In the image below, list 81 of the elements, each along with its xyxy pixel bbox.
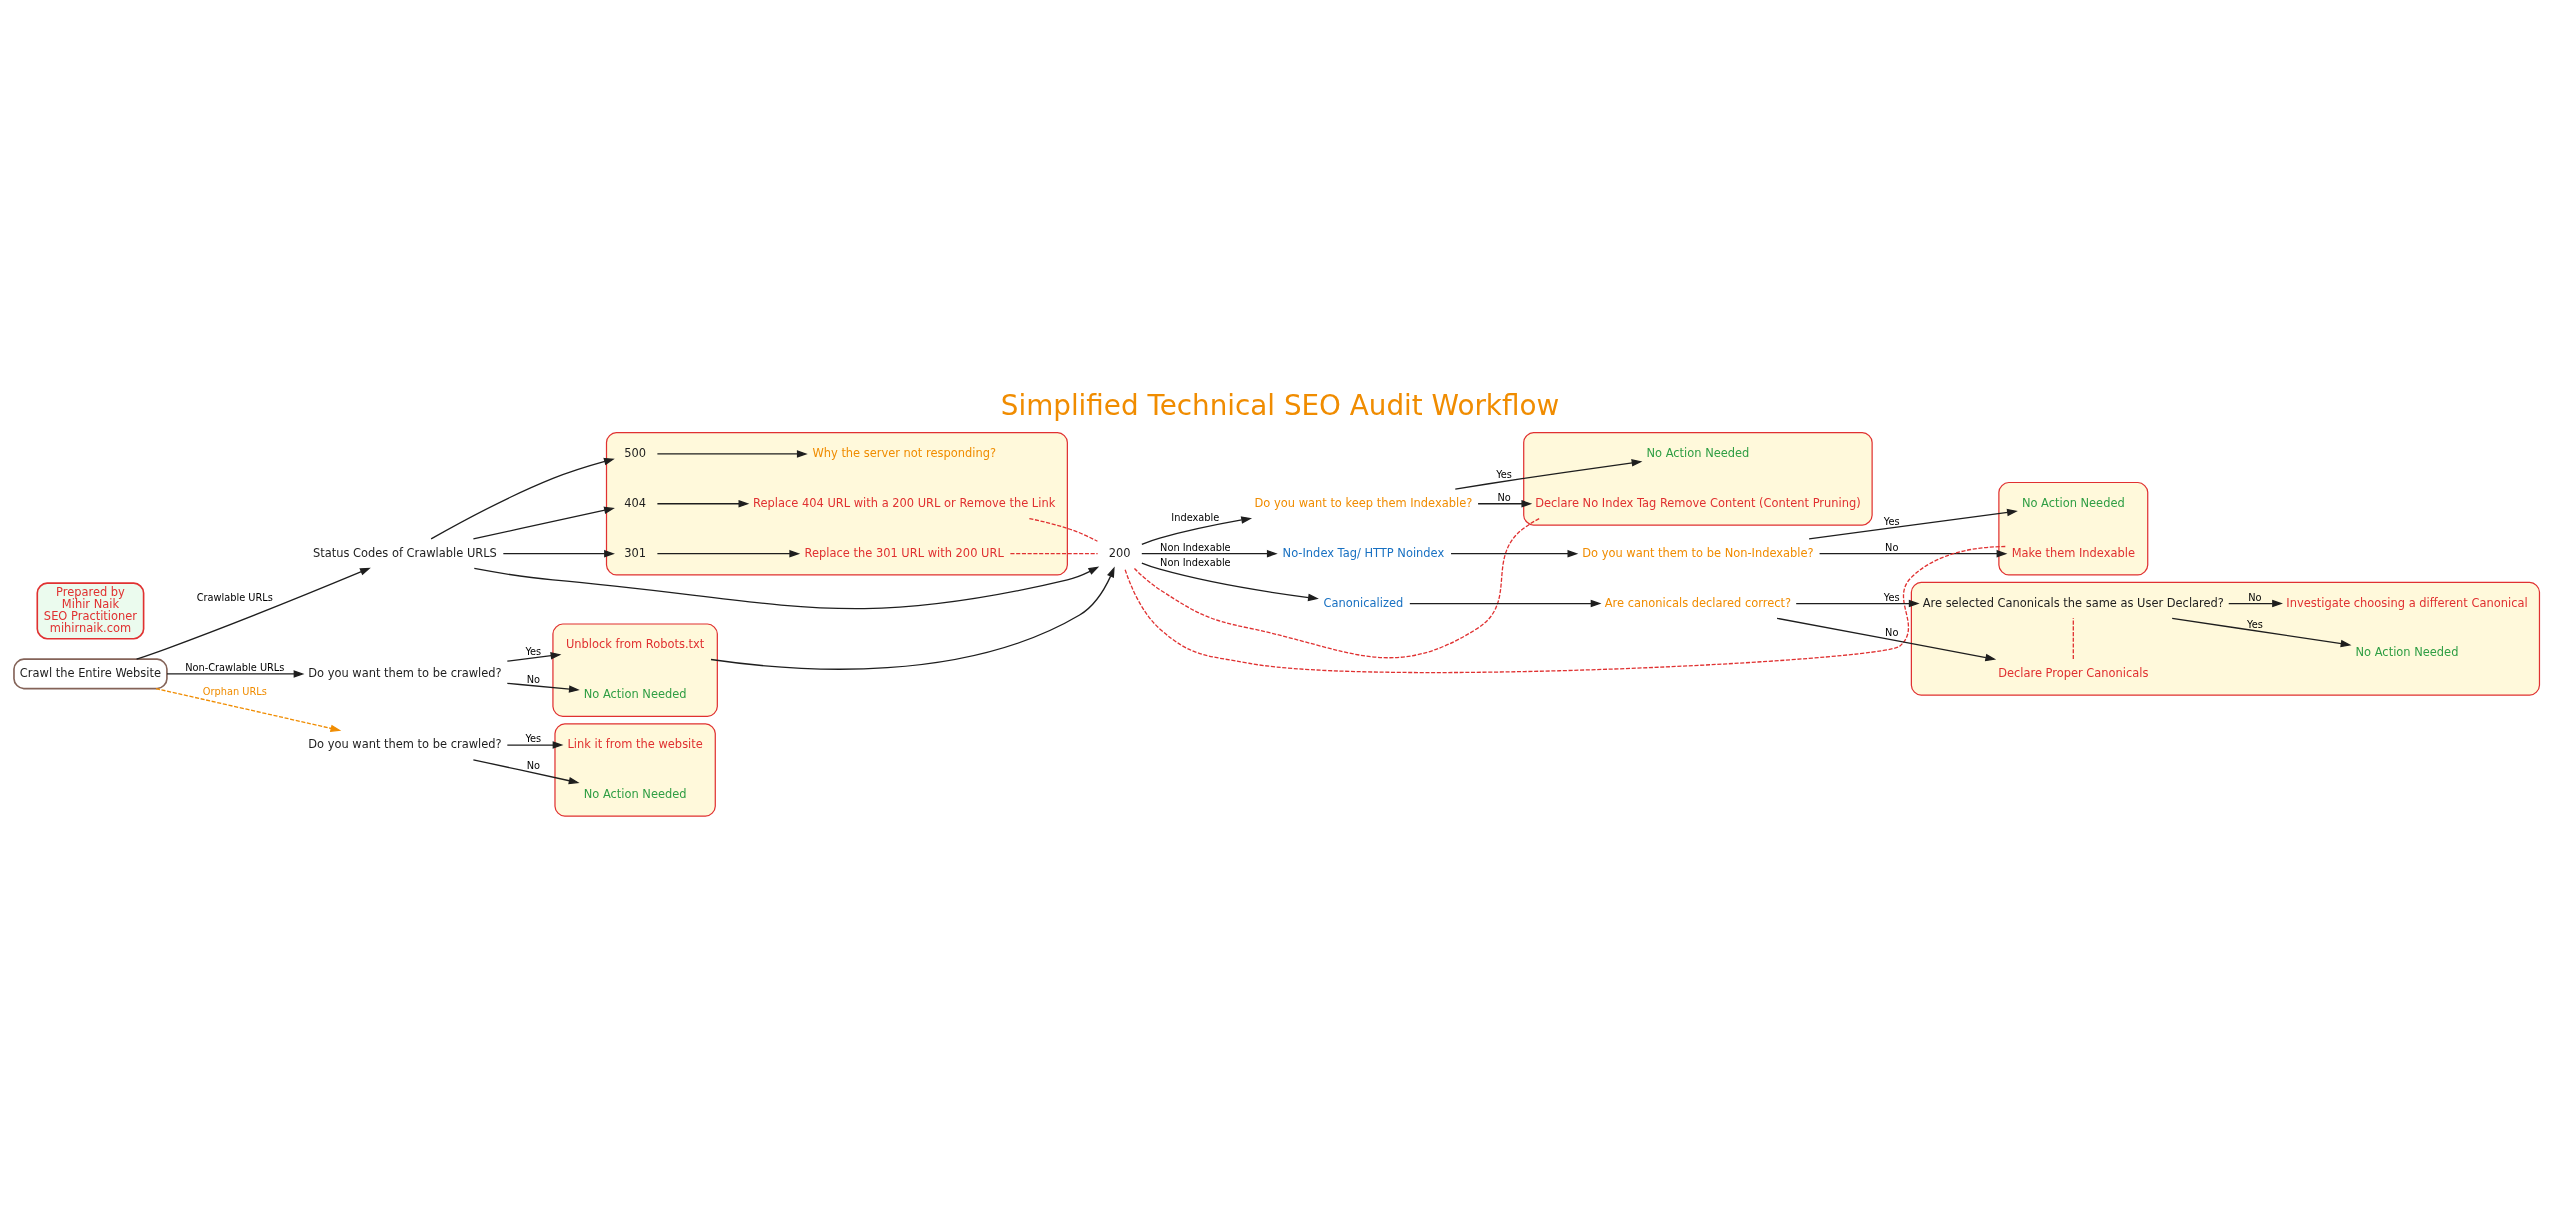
arrow — [506, 651, 562, 662]
arrow — [1795, 599, 1920, 607]
connector — [1028, 517, 1099, 542]
node-text: No-Index Tag/ HTTP Noindex — [1282, 545, 1445, 560]
edge-label: No — [1497, 491, 1511, 503]
arrow — [506, 682, 580, 693]
diagram-title: Simplified Technical SEO Audit Workflow — [1000, 388, 1560, 422]
arrow — [473, 566, 1100, 609]
node-box: Prepared by Mihir Naik SEO Practitioner mihirnaik.com — [36, 581, 145, 640]
edge-label: Yes — [1883, 591, 1900, 603]
arrow — [135, 567, 371, 660]
connector — [1133, 517, 1540, 658]
node-text: Unblock from Robots.txt — [565, 636, 705, 651]
node-text: Link it from the website — [567, 736, 703, 751]
arrow — [1477, 499, 1533, 508]
arrow — [656, 499, 750, 508]
node-text: Status Codes of Crawlable URLS — [312, 545, 497, 560]
arrow — [506, 740, 564, 749]
edge-label: No — [2248, 591, 2262, 603]
node-text: No Action Needed — [583, 686, 687, 701]
arrow — [1141, 515, 1253, 545]
node-text: 404 — [624, 495, 647, 510]
edge-label: Yes — [1496, 468, 1512, 480]
edge-label: Indexable — [1171, 511, 1220, 523]
node-text: Replace the 301 URL with 200 URL — [804, 545, 1004, 560]
node-text: Declare Proper Canonicals — [1998, 665, 2149, 680]
edge-label: No — [526, 759, 540, 771]
node-text: Do you want them to be crawled? — [308, 665, 502, 680]
node-text: Are selected Canonicals the same as User Declared? — [1922, 595, 2224, 610]
node-text: 301 — [624, 545, 647, 560]
node-text: No Action Needed — [583, 786, 687, 801]
connector — [2072, 617, 2074, 660]
edge-label: Non-Crawlable URLs — [185, 661, 285, 673]
node-text: 200 — [1108, 545, 1131, 560]
node-text: Why the server not responding? — [812, 445, 996, 460]
arrow — [1776, 617, 1997, 661]
node-text: Are canonicals declared correct? — [1604, 595, 1792, 610]
edge-label: Non Indexable — [1160, 541, 1231, 553]
node-text: Investigate choosing a different Canonical — [2286, 595, 2528, 610]
connector — [1009, 552, 1099, 554]
arrow — [1141, 549, 1278, 557]
arrow — [2171, 617, 2352, 647]
edge-label: Crawlable URLs — [196, 591, 273, 603]
node-text: Canonicalized — [1323, 595, 1404, 610]
arrow — [166, 669, 305, 678]
arrow — [472, 506, 615, 540]
edge-label: Yes — [525, 645, 542, 657]
node-text: No Action Needed — [1646, 445, 1750, 460]
connector — [1124, 545, 2006, 673]
node-text: Declare No Index Tag Remove Content (Content Pruning) — [1535, 495, 1861, 510]
node-text: Do you want them to be Non-Indexable? — [1582, 545, 1814, 560]
arrow — [1818, 549, 2008, 557]
node-text: No Action Needed — [2355, 644, 2459, 659]
edge-label: Yes — [1883, 515, 1900, 527]
arrow — [155, 687, 342, 732]
node-text: 500 — [624, 445, 647, 460]
arrow — [656, 449, 808, 458]
arrow — [710, 566, 1115, 670]
arrow — [1450, 549, 1579, 557]
node-text: Make them Indexable — [2011, 545, 2135, 560]
arrow — [1454, 458, 1643, 490]
arrow — [472, 758, 580, 784]
arrow — [1808, 508, 2018, 540]
node-box: Crawl the Entire Website — [13, 657, 168, 689]
node-text: Do you want them to be crawled? — [308, 736, 502, 751]
arrow — [1141, 561, 1319, 601]
edge-label: Yes — [2246, 618, 2263, 630]
edge-label: No — [1885, 626, 1899, 638]
node-text: No Action Needed — [2021, 495, 2125, 510]
node-text: Replace 404 URL with a 200 URL or Remove the Link — [753, 495, 1056, 510]
arrow — [1409, 599, 1602, 607]
node-text: Do you want to keep them Indexable? — [1254, 495, 1473, 510]
arrow — [2228, 599, 2283, 607]
edge-label: No — [1885, 541, 1899, 553]
edge-label: Non Indexable — [1160, 556, 1231, 568]
edge-label: No — [526, 673, 540, 685]
arrow — [430, 457, 615, 540]
edge-label: Yes — [525, 732, 542, 744]
arrow — [656, 549, 801, 557]
arrow — [502, 549, 615, 557]
edge-label: Orphan URLs — [202, 685, 267, 697]
